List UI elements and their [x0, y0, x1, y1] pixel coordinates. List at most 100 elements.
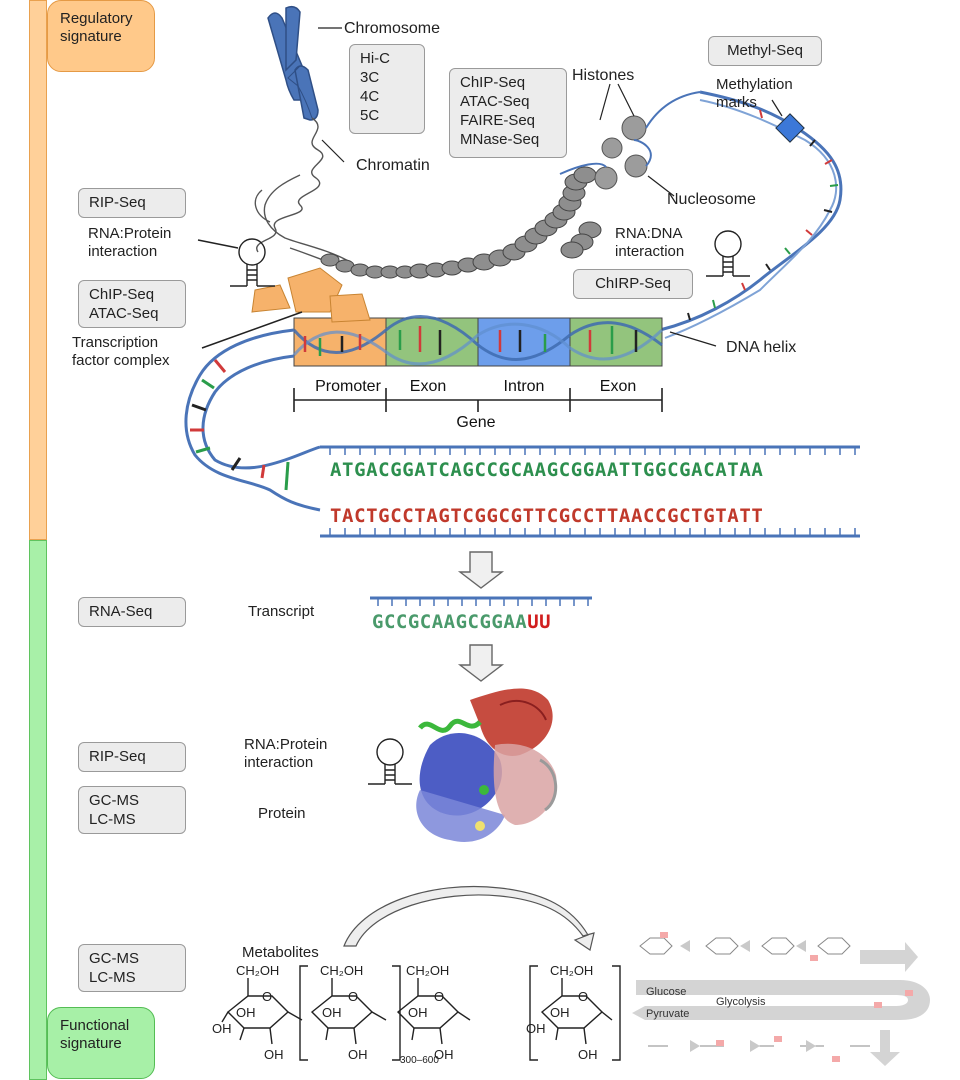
oh-label-7: OH	[264, 1047, 284, 1062]
chirp-seq-box: ChIRP-Seq	[573, 269, 693, 299]
oh-label-1: OH	[236, 1005, 256, 1020]
rna-stem-loop-icon	[230, 238, 275, 287]
strand-ticks	[329, 447, 856, 536]
polysaccharide-structure	[221, 965, 621, 1061]
protein-label: Protein	[258, 805, 306, 822]
methyl-seq-label: Methyl-Seq	[727, 42, 803, 59]
intron-label: Intron	[504, 378, 545, 395]
methylation-pointer	[771, 99, 783, 117]
rna-dna-interaction-label: RNA:DNA interaction	[615, 225, 684, 261]
oh-label-2: OH	[322, 1005, 342, 1020]
gene-helix	[292, 315, 664, 366]
upper-dna-helix	[659, 90, 843, 339]
chromatin-methods-box: ChIP-Seq ATAC-Seq FAIRE-Seq MNase-Seq	[449, 68, 567, 158]
ch2oh-label-3: CH₂OH	[406, 963, 450, 978]
rna-protein-bottom-label: RNA:Protein interaction	[244, 736, 327, 772]
tf-methods-box: ChIP-Seq ATAC-Seq	[78, 280, 186, 328]
methylation-marks-label: Methylation marks	[716, 76, 793, 112]
rip-seq-top-label: RIP-Seq	[89, 194, 146, 211]
dna-top-sequence: ATGACGGATCAGCCGCAAGCGGAATTGGCGACATAA	[330, 459, 763, 481]
nucleosome-beads	[594, 115, 648, 190]
metabolite-lc-ms: LC-MS	[89, 969, 136, 986]
rip-seq-top-box: RIP-Seq	[78, 188, 186, 218]
transcript-label: Transcript	[248, 603, 315, 620]
ring-o-label-3: O	[434, 989, 445, 1004]
method-4c: 4C	[360, 88, 380, 105]
down-arrow-2-icon	[457, 644, 505, 682]
gene-helix-rungs	[303, 326, 638, 356]
left-dna-rungs	[190, 359, 290, 491]
rip-seq-bottom-box: RIP-Seq	[78, 742, 186, 772]
gene-scale-bar	[293, 388, 663, 412]
exon-1-label: Exon	[410, 378, 446, 395]
protein-gc-ms: GC-MS	[89, 792, 139, 809]
protein-structure-icon	[416, 688, 558, 842]
methyl-seq-box: Methyl-Seq	[708, 36, 822, 66]
method-hi-c: Hi-C	[360, 50, 390, 67]
oh-label-6: OH	[526, 1021, 546, 1036]
rna-dna-stem-loop-icon	[706, 230, 750, 277]
transcript-sequence: GCCGCAAGCGGAAUU	[372, 611, 551, 633]
protein-lc-ms: LC-MS	[89, 811, 136, 828]
protein-ms-box: GC-MS LC-MS	[78, 786, 186, 834]
oh-label-10: OH	[578, 1047, 598, 1062]
chirp-seq-label: ChIRP-Seq	[595, 275, 671, 292]
glucose-label: Glucose	[646, 986, 687, 998]
rna-dna-line-2: interaction	[615, 243, 685, 260]
gene-label: Gene	[456, 414, 495, 431]
method-chip-seq: ChIP-Seq	[460, 74, 526, 91]
ring-o-label-4: O	[578, 989, 589, 1004]
transcription-factor-label: Transcription factor complex	[72, 334, 170, 370]
chromatin-fiber	[320, 166, 602, 279]
metabolism-curved-arrow-icon	[343, 885, 595, 951]
rna-dna-line-1: RNA:DNA	[615, 225, 683, 242]
transcription-factor-complex	[251, 267, 371, 323]
functional-signature-line-1: Functional	[60, 1017, 130, 1034]
tf-pointer	[201, 311, 303, 349]
rna-seq-box: RNA-Seq	[78, 597, 186, 627]
metabolite-ms-box: GC-MS LC-MS	[78, 944, 186, 992]
methylation-marker	[775, 113, 805, 143]
exon-2-label: Exon	[600, 378, 636, 395]
glycolysis-label: Glycolysis	[716, 996, 766, 1008]
ch2oh-label-4: CH₂OH	[550, 963, 594, 978]
oh-label-5: OH	[212, 1021, 232, 1036]
ring-o-label-1: O	[262, 989, 273, 1004]
oh-label-4: OH	[550, 1005, 570, 1020]
oh-label-8: OH	[348, 1047, 368, 1062]
methylation-marks-line-2: marks	[716, 94, 757, 111]
rna-protein-bottom-line-1: RNA:Protein	[244, 736, 328, 753]
dna-helix-pointer	[669, 331, 717, 347]
chromosome-icon	[267, 5, 319, 121]
regulatory-signature-line-1: Regulatory	[60, 10, 133, 27]
glycolysis-pathway-icon	[632, 932, 930, 1066]
functional-signature: Functional signature	[47, 1007, 155, 1079]
methylation-marks-line-1: Methylation	[716, 76, 793, 93]
method-5c: 5C	[360, 107, 380, 124]
chromosome-label: Chromosome	[344, 20, 441, 37]
chromatin-coil	[254, 117, 371, 276]
repeat-count-label: 300–600	[400, 1055, 439, 1066]
regulatory-signature-line-2: signature	[60, 28, 122, 45]
method-atac-seq: ATAC-Seq	[460, 93, 530, 110]
method-3c: 3C	[360, 69, 380, 86]
functional-signature-line-2: signature	[60, 1035, 122, 1052]
rip-seq-bottom-label: RIP-Seq	[89, 748, 146, 765]
oh-label-3: OH	[408, 1005, 428, 1020]
rna-protein-top-line-2: interaction	[88, 243, 158, 260]
nucleosome-label: Nucleosome	[667, 191, 756, 208]
chromatin-label: Chromatin	[356, 157, 430, 174]
rna-protein-stem-loop-icon	[368, 738, 412, 785]
rna-protein-top-line-1: RNA:Protein	[88, 225, 172, 242]
method-faire-seq: FAIRE-Seq	[460, 112, 536, 129]
linker-dna	[559, 91, 701, 175]
regulatory-bar	[29, 0, 47, 540]
rna-protein-bottom-line-2: interaction	[244, 754, 314, 771]
tf-line-1: Transcription	[72, 334, 159, 351]
bound-rna-strand	[418, 718, 482, 733]
metabolites-label: Metabolites	[242, 944, 319, 961]
ring-o-label-2: O	[348, 989, 359, 1004]
histones-label: Histones	[572, 67, 635, 84]
oh-label-9: OH	[434, 1047, 454, 1062]
